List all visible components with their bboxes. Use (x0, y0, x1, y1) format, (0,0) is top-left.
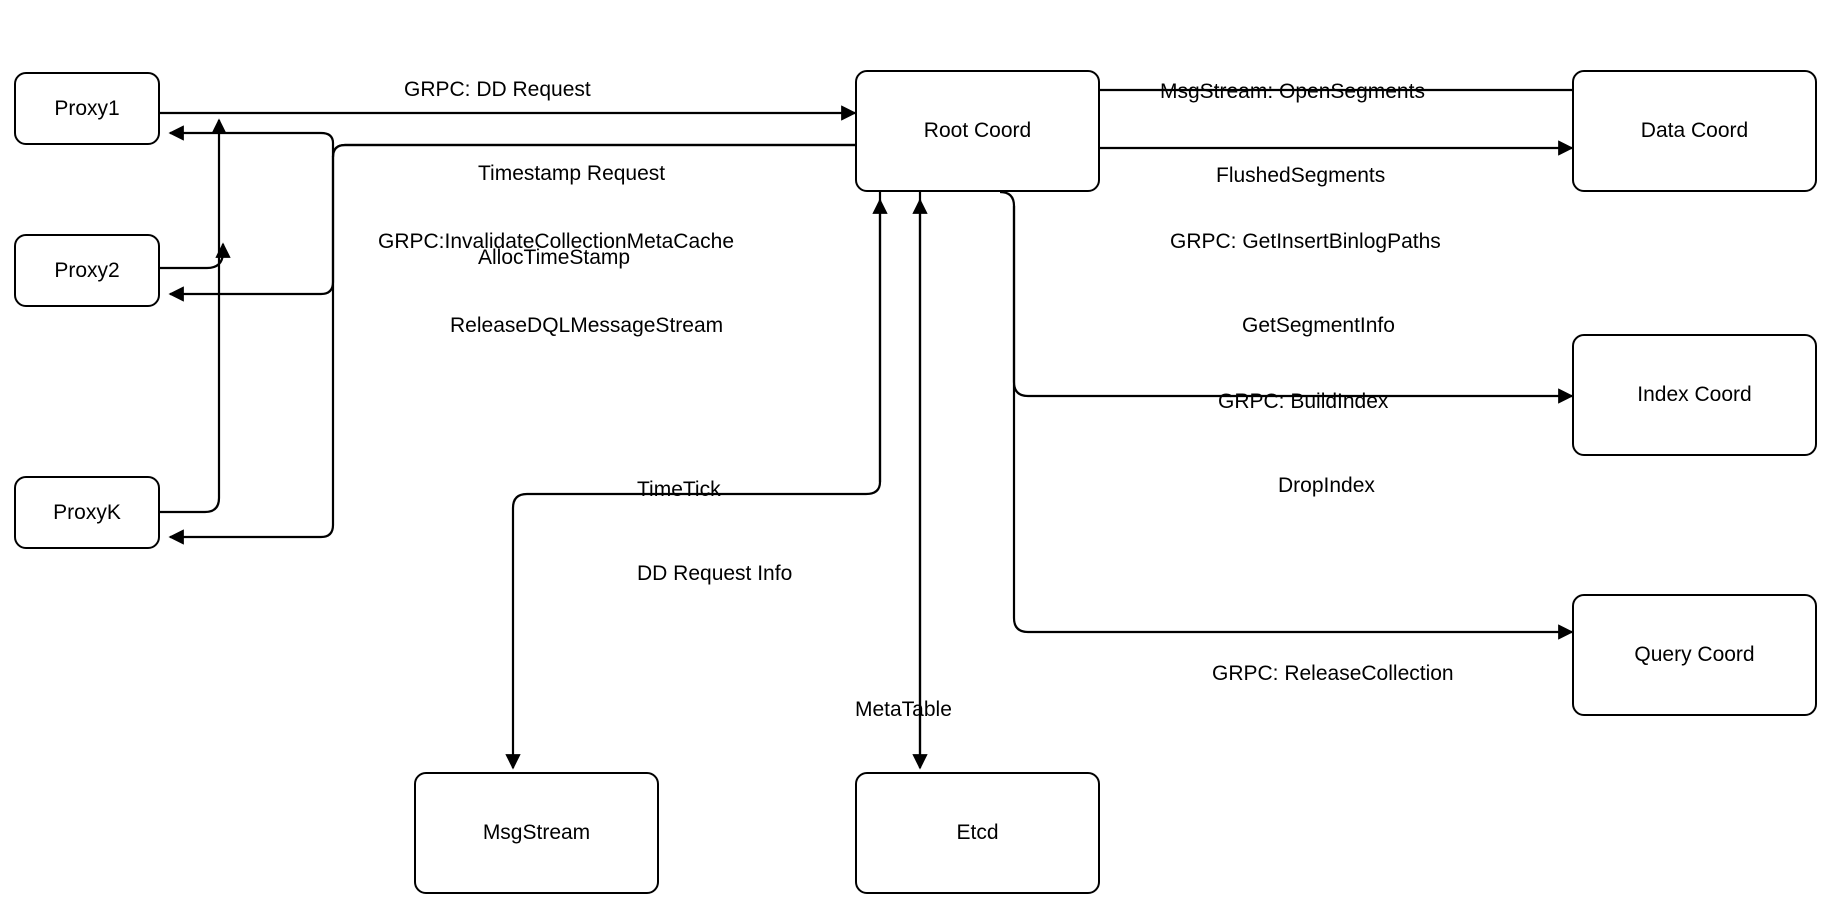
edge-label-root-to-indexcoord-line-2: DropIndex (1278, 474, 1375, 497)
edge-rootcoord-to-proxy1 (168, 125, 335, 157)
node-proxyk-label: ProxyK (53, 500, 121, 524)
node-proxy2-label: Proxy2 (54, 258, 120, 282)
edge-label-root-to-indexcoord: GRPC: BuildIndex DropIndex (1218, 332, 1388, 556)
edge-label-root-to-querycoord: GRPC: ReleaseCollection (1212, 604, 1454, 744)
edge-label-root-to-querycoord-line-1: GRPC: ReleaseCollection (1212, 662, 1454, 685)
node-query-coord-label: Query Coord (1634, 643, 1755, 667)
edge-label-root-to-etcd-line-1: MetaTable (855, 698, 952, 721)
edge-rootcoord-to-msgstream (505, 192, 882, 770)
edge-label-root-to-indexcoord-line-1: GRPC: BuildIndex (1218, 390, 1389, 413)
node-proxy2[interactable]: Proxy2 (14, 234, 160, 307)
node-proxyk[interactable]: ProxyK (14, 476, 160, 549)
node-query-coord[interactable]: Query Coord (1572, 594, 1817, 716)
node-proxy1[interactable]: Proxy1 (14, 72, 160, 145)
edge-label-root-to-msgstream: TimeTick DD Request Info (637, 420, 792, 644)
edge-rootcoord-to-querycoord (1012, 206, 1574, 640)
edge-label-root-to-etcd: MetaTable (855, 640, 952, 780)
node-msgstream[interactable]: MsgStream (414, 772, 659, 894)
node-index-coord-label: Index Coord (1637, 383, 1752, 407)
edge-proxyk-to-proxy1-bus (160, 118, 227, 514)
node-data-coord[interactable]: Data Coord (1572, 70, 1817, 192)
node-etcd[interactable]: Etcd (855, 772, 1100, 894)
edge-label-root-to-msgstream-line-2: DD Request Info (637, 562, 793, 585)
edge-label-proxy-to-root-line-3: AllocTimeStamp (478, 246, 631, 269)
edge-label-root-to-datacoord-line-1: GRPC: GetInsertBinlogPaths (1170, 230, 1441, 253)
edge-label-datacoord-to-root: MsgStream: OpenSegments FlushedSegments (1160, 22, 1425, 246)
node-root-coord[interactable]: Root Coord (855, 70, 1100, 192)
edge-label-root-to-proxy-line-1: GRPC:InvalidateCollectionMetaCache (378, 230, 735, 253)
edge-label-proxy-to-root-line-2: Timestamp Request (478, 162, 666, 185)
node-etcd-label: Etcd (956, 821, 999, 845)
edge-label-root-to-datacoord-line-2: GetSegmentInfo (1242, 314, 1395, 337)
edge-label-root-to-datacoord: GRPC: GetInsertBinlogPaths GetSegmentInf… (1170, 172, 1441, 396)
edge-label-datacoord-to-root-line-1: MsgStream: OpenSegments (1160, 80, 1425, 103)
edge-label-proxy-to-root-line-1: GRPC: DD Request (404, 78, 591, 101)
edge-label-root-to-proxy: GRPC:InvalidateCollectionMetaCache Relea… (378, 172, 734, 396)
node-proxy1-label: Proxy1 (54, 96, 120, 120)
edge-proxy2-to-bus (160, 242, 231, 270)
edge-label-datacoord-to-root-line-2: FlushedSegments (1216, 164, 1386, 187)
node-msgstream-label: MsgStream (482, 821, 591, 845)
edge-label-proxy-to-root: GRPC: DD Request Timestamp Request Alloc… (404, 20, 665, 328)
edge-rootcoord-to-proxy2 (168, 143, 855, 302)
edge-label-root-to-proxy-line-2: ReleaseDQLMessageStream (450, 314, 724, 337)
node-index-coord[interactable]: Index Coord (1572, 334, 1817, 456)
node-root-coord-label: Root Coord (923, 119, 1032, 143)
edge-label-root-to-msgstream-line-1: TimeTick (637, 478, 721, 501)
node-data-coord-label: Data Coord (1640, 119, 1749, 143)
